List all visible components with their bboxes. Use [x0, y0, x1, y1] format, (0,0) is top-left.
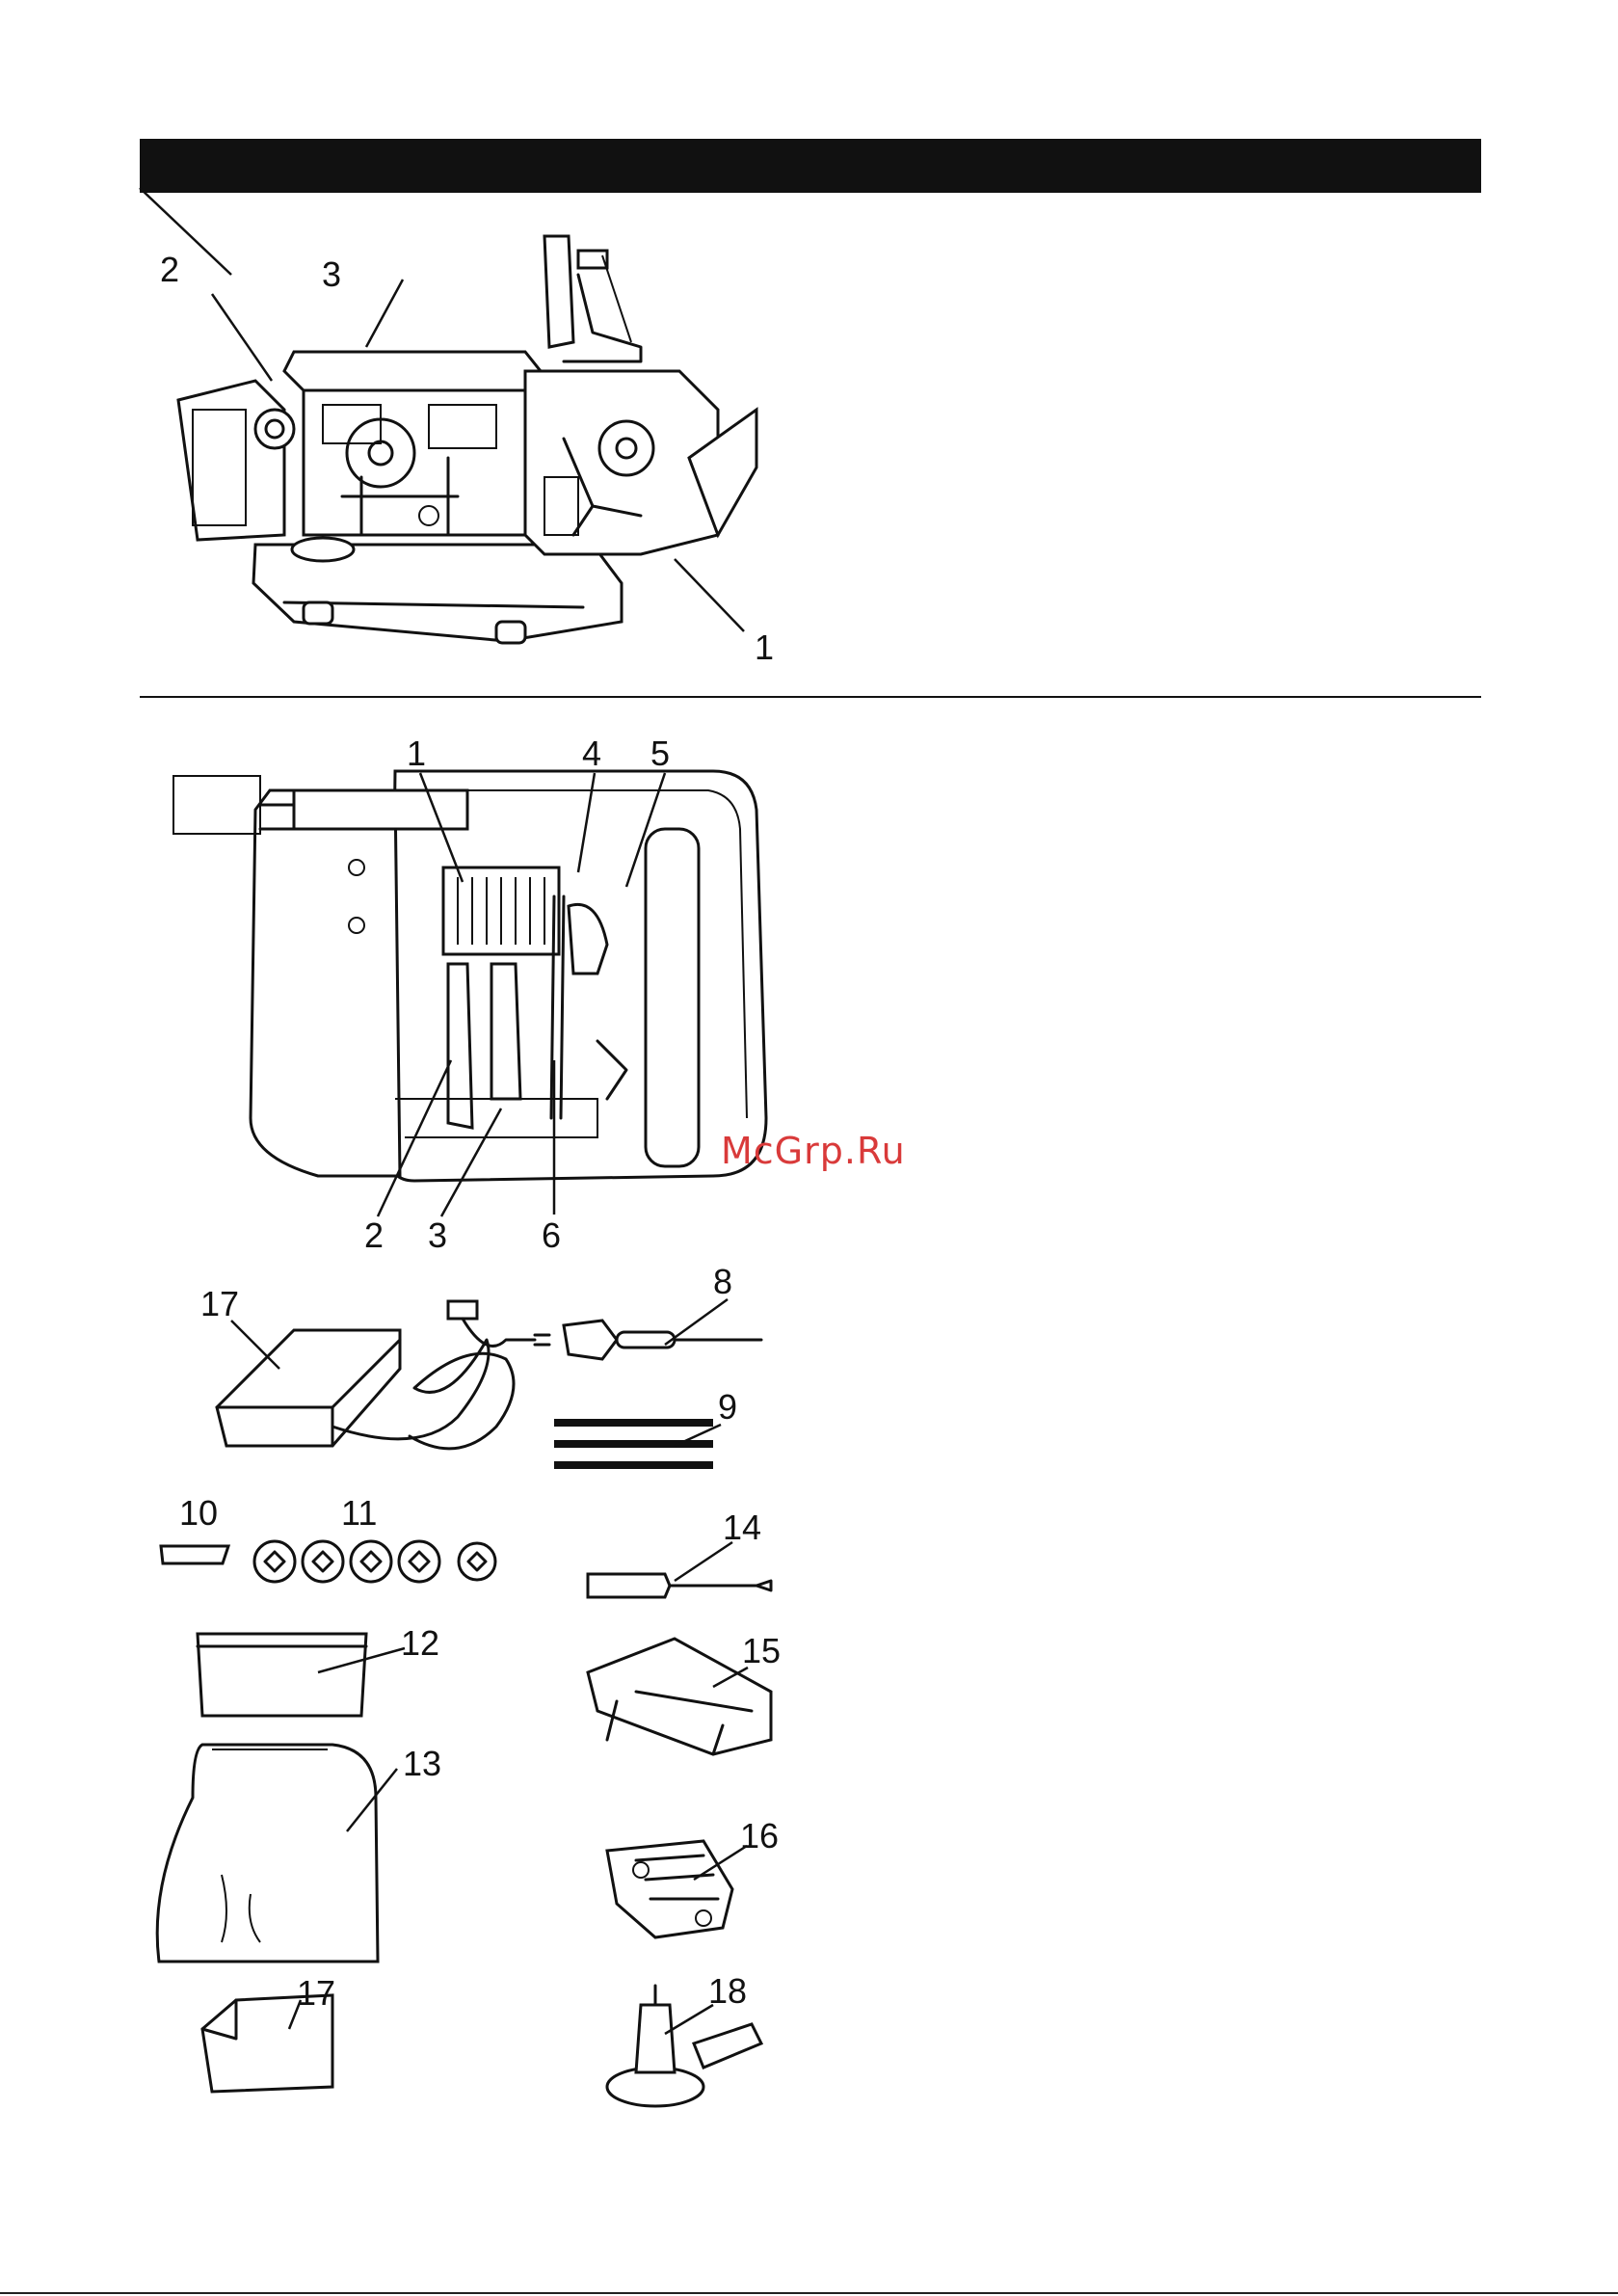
- accessory-leader-lines: [0, 0, 1618, 2217]
- page-bottom-edge: [0, 2292, 1618, 2294]
